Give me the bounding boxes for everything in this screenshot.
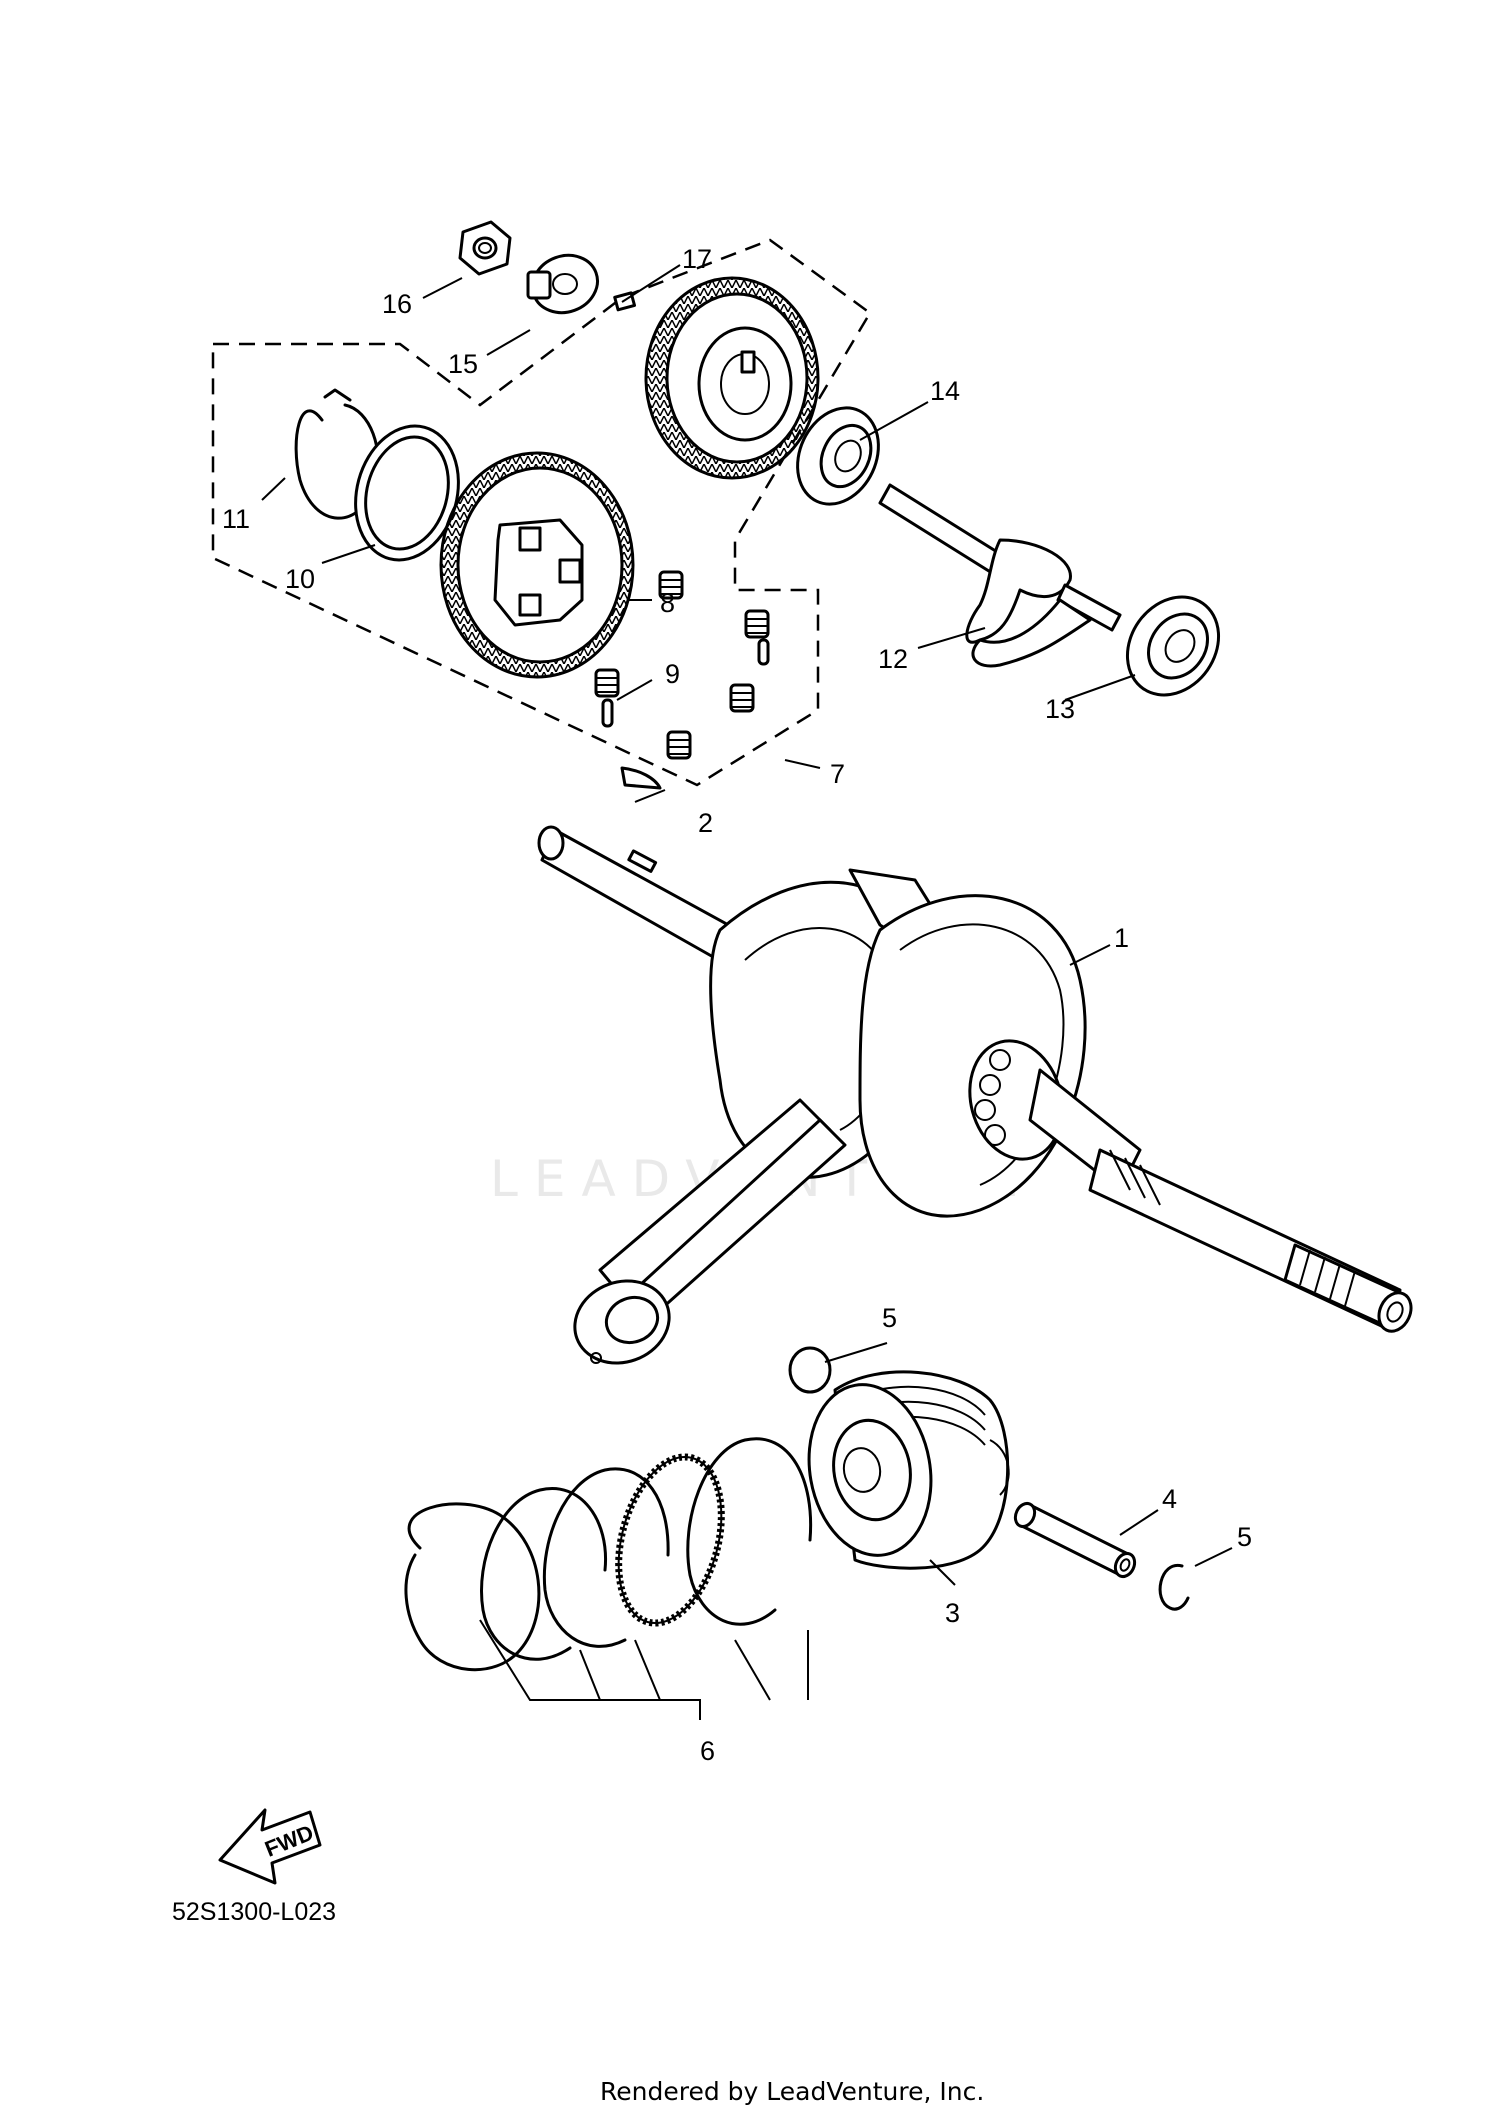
callout-16: 16 — [382, 289, 412, 319]
callout-14: 14 — [930, 376, 960, 406]
pin-2 — [601, 698, 614, 728]
callout-10: 10 — [285, 564, 315, 594]
callouts: 1 2 3 4 5 5 6 7 8 9 10 11 12 13 14 15 16… — [222, 244, 1252, 1766]
callout-1: 1 — [1114, 923, 1129, 953]
pin-1 — [757, 638, 770, 666]
spring-4 — [729, 683, 755, 713]
nut-part — [458, 220, 512, 276]
piston — [807, 1370, 1010, 1570]
callout-7: 7 — [830, 759, 845, 789]
circlip-part — [294, 388, 380, 520]
balancer-shaft — [878, 483, 1122, 668]
callout-17: 17 — [682, 244, 712, 274]
spring-3 — [594, 668, 620, 698]
callout-4: 4 — [1162, 1484, 1177, 1514]
spring-1 — [658, 570, 684, 600]
bearing-lower — [1125, 595, 1221, 697]
footer-credit: Rendered by LeadVenture, Inc. — [600, 2077, 984, 2106]
piston-pin-clip-1 — [788, 1346, 832, 1394]
callout-3: 3 — [945, 1598, 960, 1628]
spring-5 — [666, 730, 692, 760]
callout-9: 9 — [665, 659, 680, 689]
callout-12: 12 — [878, 644, 908, 674]
spring-2 — [744, 609, 770, 639]
callout-8: 8 — [660, 588, 675, 618]
damper-springs — [594, 570, 770, 760]
diagram-code: 52S1300-L023 — [172, 1898, 336, 1926]
callout-6: 6 — [700, 1736, 715, 1766]
primary-gear — [439, 451, 635, 679]
callout-2: 2 — [698, 808, 713, 838]
piston-ring-set — [404, 1437, 813, 1672]
callout-13: 13 — [1045, 694, 1075, 724]
piston-pin-clip-2 — [1158, 1564, 1190, 1611]
bearing-rollers — [974, 1049, 1011, 1146]
callout-5-lower: 5 — [1237, 1522, 1252, 1552]
ring-3 — [542, 1467, 670, 1648]
crankshaft — [537, 825, 1413, 1365]
leader-lines — [261, 264, 1233, 1720]
ring-2 — [480, 1487, 608, 1661]
woodruff-key — [620, 766, 662, 790]
balancer-drive-gear — [644, 276, 820, 480]
gear-assembly-outline — [211, 238, 872, 787]
callout-11: 11 — [222, 504, 250, 534]
callout-15: 15 — [448, 349, 478, 379]
bearing-upper — [796, 406, 880, 506]
ring-4 — [686, 1437, 813, 1626]
piston-pin — [1013, 1501, 1137, 1579]
washer-part — [526, 253, 599, 315]
callout-5-upper: 5 — [882, 1303, 897, 1333]
ring-1 — [404, 1502, 541, 1672]
washer-ring-part — [354, 424, 460, 562]
fwd-arrow-icon: FWD — [218, 1808, 322, 1885]
